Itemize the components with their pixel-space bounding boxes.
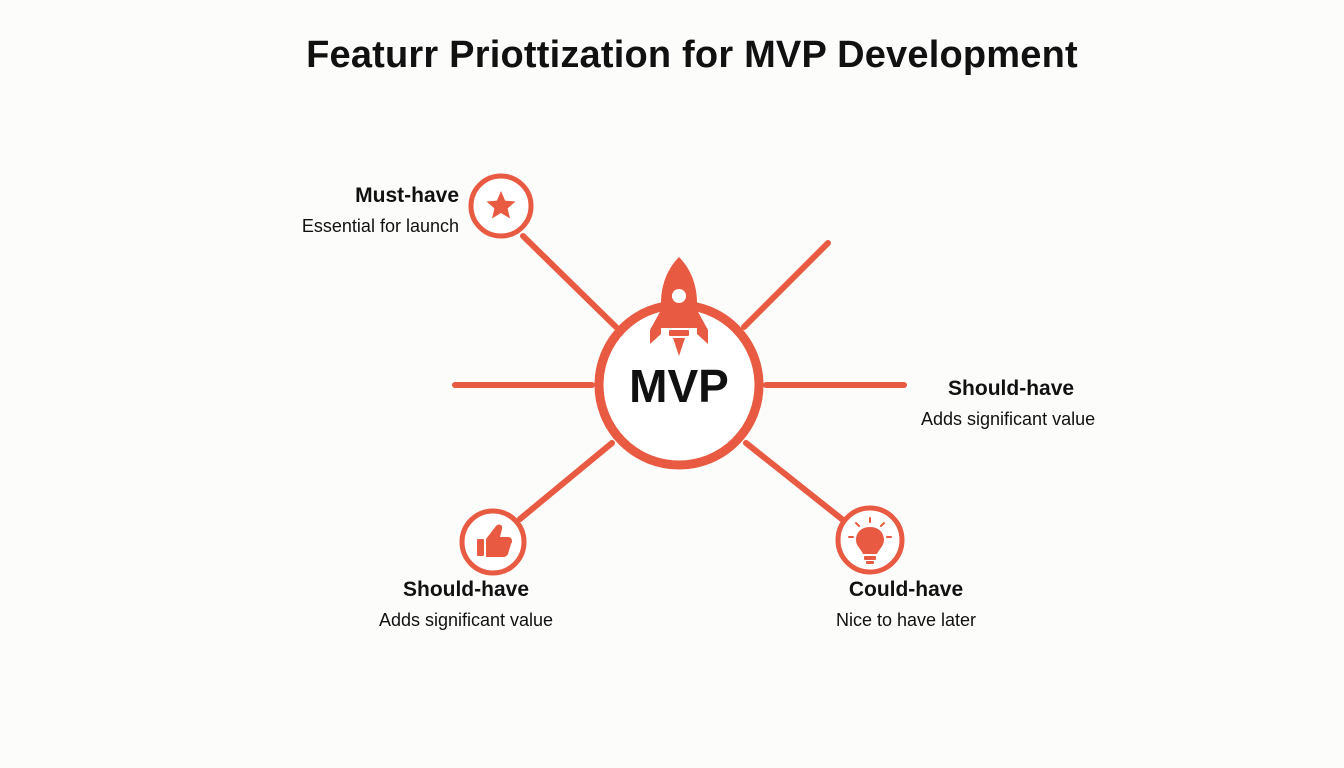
connector-could-have — [743, 440, 846, 523]
lightbulb-icon — [848, 517, 892, 564]
should-have-right-heading: Should-have — [948, 377, 1075, 400]
must-have-label: Must-have Essential for launch — [302, 183, 459, 239]
could-have-heading: Could-have — [848, 578, 964, 601]
should-have-bottom-heading: Should-have — [402, 578, 529, 601]
could-have-description: Nice to have later — [835, 610, 977, 630]
should-have-bottom-label: Should-have Adds significant value — [376, 577, 556, 633]
page-title: Featurr Priottization for MVP Developmen… — [306, 34, 1078, 76]
mvp-label: MVP — [629, 360, 729, 412]
thumbs-up-icon — [477, 524, 512, 557]
could-have-label: Could-have Nice to have later — [826, 577, 986, 633]
must-have-heading: Must-have — [355, 184, 459, 207]
rocket-icon — [650, 257, 708, 356]
connector-must-have — [520, 233, 619, 330]
connector-upper-right — [741, 240, 831, 330]
should-have-right-label: Should-have Adds significant value — [921, 376, 1095, 432]
connector-should-have-bottom — [517, 440, 615, 522]
should-have-bottom-description: Adds significant value — [378, 610, 554, 630]
must-have-description: Essential for launch — [301, 216, 459, 236]
should-have-right-description: Adds significant value — [921, 409, 1096, 429]
star-icon — [486, 191, 516, 219]
